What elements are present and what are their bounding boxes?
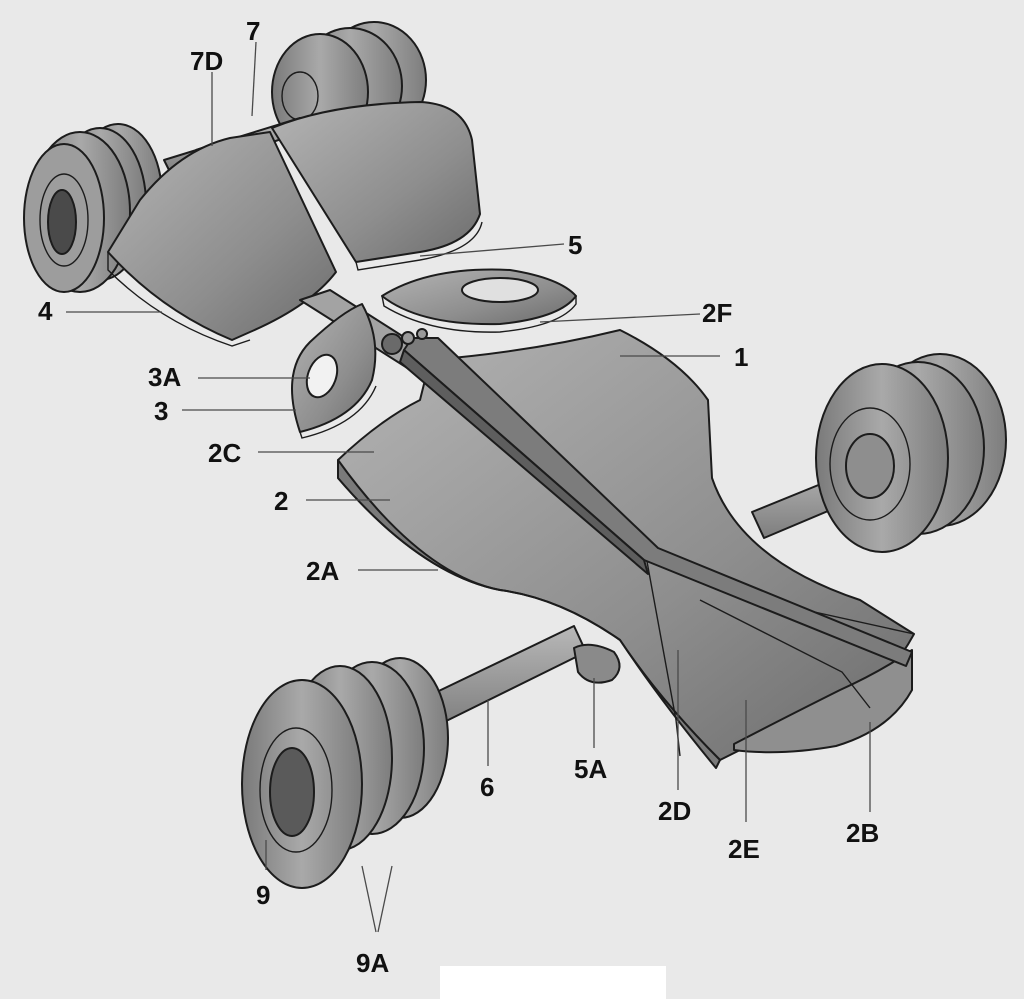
callout-labels: 7 7D 5 4 2F 1 3A 3 2C 2 2A 6 5A 2D 2E 2B… [38,16,879,978]
callout-2A: 2A [306,556,339,586]
callout-2: 2 [274,486,288,516]
callout-3A: 3A [148,362,181,392]
callout-2F: 2F [702,298,732,328]
callout-2D: 2D [658,796,691,826]
callout-1: 1 [734,342,748,372]
rear-wing-right-panel [271,101,483,271]
blank-caption-strip [440,966,666,999]
callout-2E: 2E [728,834,760,864]
callout-3: 3 [154,396,168,426]
callout-5: 5 [568,230,582,260]
pivot-mount [381,328,428,355]
teardrop-part-3 [291,303,377,439]
callout-9: 9 [256,880,270,910]
suspension-part-5A [573,643,621,684]
rear-wing-left-panel [107,131,337,347]
front-right-wheel [815,353,1007,553]
callout-2B: 2B [846,818,879,848]
callout-7D: 7D [190,46,223,76]
callout-6: 6 [480,772,494,802]
callout-7: 7 [246,16,260,46]
center-ridge-beam [399,337,913,667]
callout-9A: 9A [356,948,389,978]
disc-part-5 [381,268,577,333]
callout-lines [66,41,871,933]
callout-4: 4 [38,296,53,326]
front-left-wheel [241,657,449,889]
callout-2C: 2C [208,438,241,468]
callout-5A: 5A [574,754,607,784]
